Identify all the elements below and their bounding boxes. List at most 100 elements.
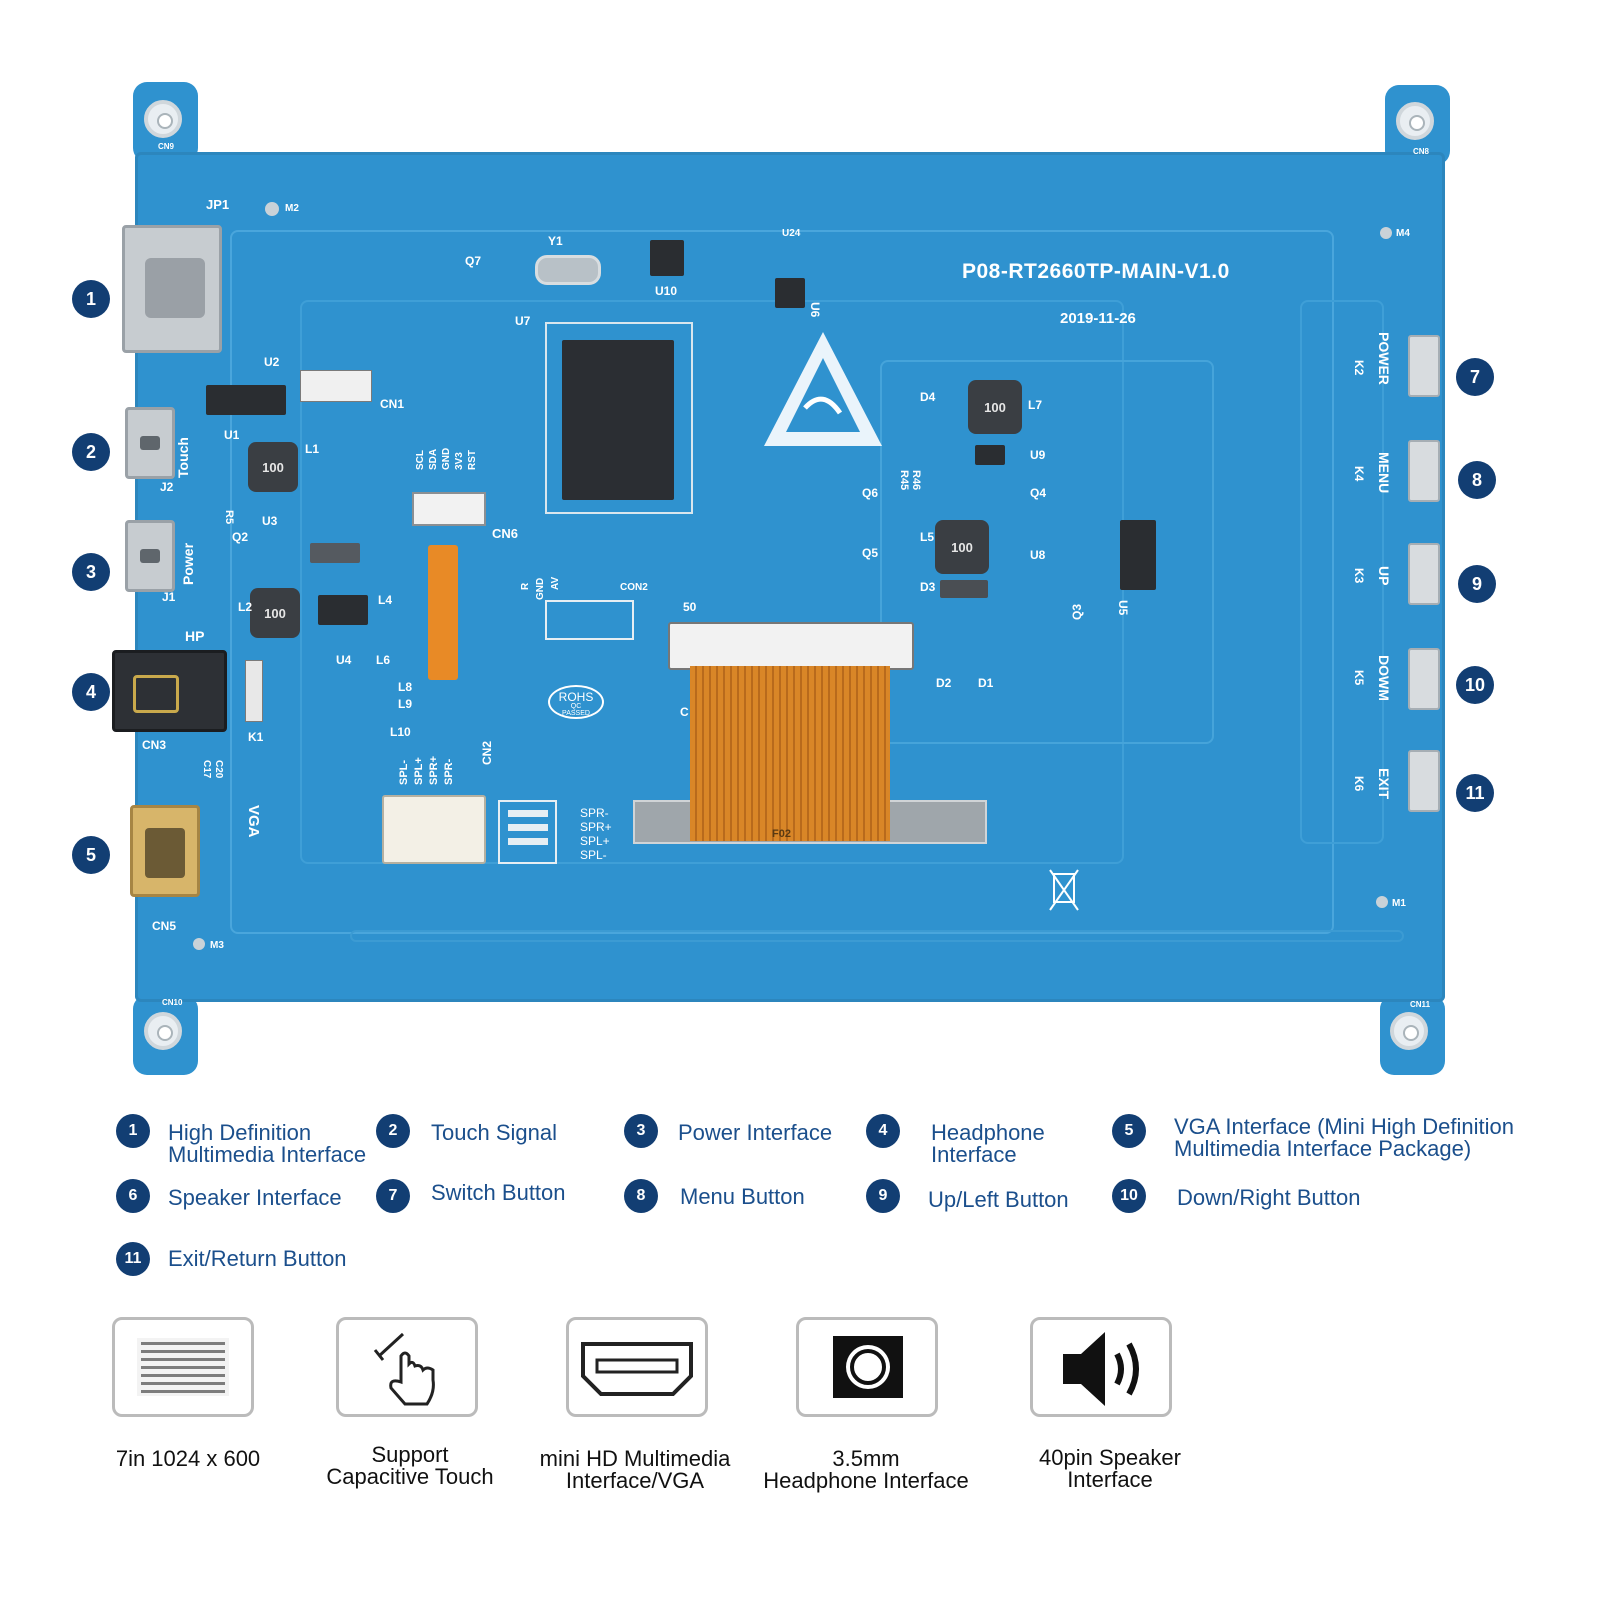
silk-label: 50 bbox=[683, 600, 697, 614]
silk-label: L10 bbox=[390, 725, 411, 739]
ic-chip bbox=[206, 385, 286, 415]
silk-label: CN11 bbox=[1410, 1000, 1431, 1009]
silk-label: Q4 bbox=[1030, 486, 1047, 500]
legend-label: Touch Signal bbox=[431, 1120, 557, 1145]
speaker-pads bbox=[498, 800, 557, 864]
diode bbox=[940, 580, 988, 598]
legend-num: 8 bbox=[624, 1179, 658, 1213]
feature-box bbox=[336, 1317, 478, 1417]
callout-4: 4 bbox=[72, 673, 110, 711]
ic-chip bbox=[775, 278, 805, 308]
esd-warning-icon bbox=[764, 332, 882, 446]
silk-label: Power bbox=[180, 542, 196, 585]
silk-label: SPL+ bbox=[580, 834, 610, 848]
headphone-jack-icon bbox=[833, 1336, 903, 1398]
silk-label: CN6 bbox=[492, 526, 519, 541]
feature-box bbox=[566, 1317, 708, 1417]
silk-label: CN8 bbox=[1413, 147, 1430, 156]
inductor: 100 bbox=[935, 520, 989, 574]
silk-label: D3 bbox=[920, 580, 936, 594]
silk-label: D2 bbox=[936, 676, 952, 690]
silk-label: SPR- bbox=[580, 806, 609, 820]
callout-1: 1 bbox=[72, 280, 110, 318]
exit-button[interactable] bbox=[1408, 750, 1440, 812]
test-pad bbox=[1376, 896, 1388, 908]
silk-label: 3V3 bbox=[454, 452, 465, 470]
silk-label: SPR- bbox=[443, 758, 455, 785]
switch-button[interactable] bbox=[1408, 335, 1440, 397]
silk-label: L7 bbox=[1028, 398, 1043, 412]
silk-label: K1 bbox=[248, 730, 264, 744]
legend-num: 4 bbox=[866, 1114, 900, 1148]
feature-box bbox=[1030, 1317, 1172, 1417]
silk-label: U10 bbox=[655, 284, 678, 298]
silk-label: R45 bbox=[898, 470, 910, 491]
mount-hole bbox=[1396, 102, 1434, 140]
hdmi-port-icon bbox=[581, 1342, 693, 1396]
silk-label: SDA bbox=[428, 448, 439, 470]
mount-hole bbox=[144, 100, 182, 138]
legend-num: 11 bbox=[116, 1242, 150, 1276]
legend-num: 6 bbox=[116, 1179, 150, 1213]
silk-label: U2 bbox=[264, 355, 280, 369]
silk-label: U3 bbox=[262, 514, 278, 528]
headphone-jack bbox=[112, 650, 227, 732]
silk-label: UP bbox=[1376, 566, 1392, 586]
legend-label: Headphone Interface bbox=[931, 1120, 1045, 1167]
silk-label: JP1 bbox=[206, 197, 230, 212]
silk-label: Touch bbox=[175, 437, 191, 478]
ic-chip bbox=[975, 445, 1005, 465]
silk-label: U6 bbox=[808, 302, 822, 318]
silk-label: R5 bbox=[223, 510, 235, 525]
silk-label: MENU bbox=[1376, 452, 1392, 494]
main-soc-chip bbox=[562, 340, 674, 500]
ic-chip bbox=[310, 543, 360, 563]
legend-num: 7 bbox=[376, 1179, 410, 1213]
silk-label: HP bbox=[185, 628, 205, 644]
down-button[interactable] bbox=[1408, 648, 1440, 710]
callout-11: 11 bbox=[1456, 774, 1494, 812]
speaker-icon bbox=[1063, 1332, 1139, 1406]
crystal-oscillator bbox=[535, 255, 601, 285]
hdmi-port bbox=[122, 225, 222, 353]
av-pads bbox=[545, 600, 634, 640]
silk-label: M2 bbox=[285, 203, 299, 214]
up-button[interactable] bbox=[1408, 543, 1440, 605]
silk-label: C bbox=[680, 705, 689, 719]
silk-label: D1 bbox=[978, 676, 994, 690]
silk-label: K5 bbox=[1352, 670, 1366, 686]
legend-label: VGA Interface (Mini High Definition Mult… bbox=[1174, 1114, 1514, 1161]
callout-8: 8 bbox=[1458, 461, 1496, 499]
menu-button[interactable] bbox=[1408, 440, 1440, 502]
silk-label: M3 bbox=[210, 940, 224, 951]
silk-label: SPR+ bbox=[428, 755, 440, 785]
ic-chip bbox=[1120, 520, 1156, 590]
silk-label: L8 bbox=[398, 680, 413, 694]
feature-label: 3.5mm Headphone Interface bbox=[763, 1446, 969, 1493]
silk-label: R bbox=[520, 582, 531, 590]
silk-label: GND bbox=[535, 577, 546, 600]
callout-10: 10 bbox=[1456, 666, 1494, 704]
silk-label: C17 bbox=[201, 760, 212, 779]
legend-label: Up/Left Button bbox=[928, 1187, 1069, 1212]
feature-label: mini HD Multimedia Interface/VGA bbox=[539, 1446, 731, 1493]
silk-label: D4 bbox=[920, 390, 936, 404]
legend-label: Switch Button bbox=[431, 1180, 566, 1205]
inductor: 100 bbox=[968, 380, 1022, 434]
inductor: 100 bbox=[248, 442, 298, 492]
lcd-fpc-connector bbox=[668, 622, 914, 670]
silk-label: L5 bbox=[920, 530, 935, 544]
silk-label: L1 bbox=[305, 442, 320, 456]
weee-bin-icon bbox=[1049, 869, 1079, 911]
smd-part bbox=[245, 660, 263, 722]
silk-label: U5 bbox=[1116, 600, 1130, 616]
silk-label: Q7 bbox=[465, 254, 482, 268]
silk-label: K4 bbox=[1352, 466, 1366, 482]
legend-label: High Definition Multimedia Interface bbox=[168, 1120, 367, 1167]
silk-label: R46 bbox=[910, 470, 922, 491]
silk-label: CN1 bbox=[380, 397, 405, 411]
qc-text: QC bbox=[570, 703, 582, 710]
silk-label: U9 bbox=[1030, 448, 1046, 462]
silk-label: L2 bbox=[238, 600, 253, 614]
silk-label: Y1 bbox=[548, 234, 563, 248]
